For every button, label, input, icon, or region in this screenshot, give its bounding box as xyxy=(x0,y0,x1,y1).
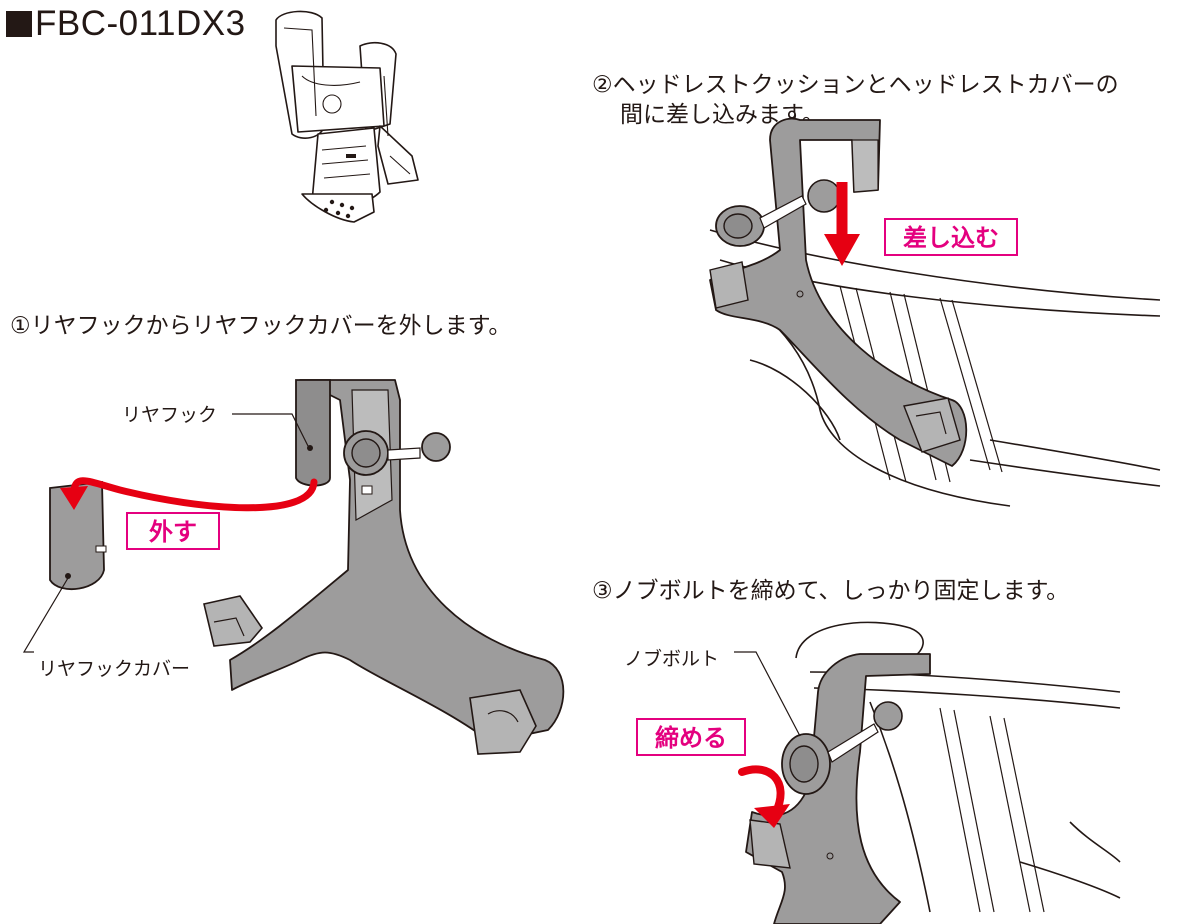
knob-bolt-label: ノブボルト xyxy=(624,648,720,670)
square-bullet-icon xyxy=(6,11,32,37)
step1-text: ①リヤフックからリヤフックカバーを外します。 xyxy=(10,313,512,339)
insert-action-badge: 差し込む xyxy=(884,218,1018,256)
rear-hook-cover-part xyxy=(49,480,105,590)
model-title: FBC-011DX3 xyxy=(6,4,246,44)
rear-hook-label: リヤフック xyxy=(122,404,218,426)
rear-hook-removal-figure xyxy=(22,379,565,755)
removal-arrow xyxy=(70,477,318,512)
step2-text-line1: ②ヘッドレストクッションとヘッドレストカバーの xyxy=(592,72,1119,98)
tighten-knob-figure xyxy=(734,621,1121,924)
step3-text: ③ノブボルトを締めて、しっかり固定します。 xyxy=(592,578,1070,604)
remove-action-badge: 外す xyxy=(126,512,220,550)
tighten-action-badge: 締める xyxy=(636,718,746,756)
insert-bracket-figure xyxy=(709,117,1161,507)
model-name: FBC-011DX3 xyxy=(35,4,246,43)
rear-hook-cover-label: リヤフックカバー xyxy=(38,658,191,680)
bracket-part xyxy=(229,379,565,743)
rear-hook-part xyxy=(295,379,331,487)
child-seat-illustration xyxy=(275,10,419,223)
